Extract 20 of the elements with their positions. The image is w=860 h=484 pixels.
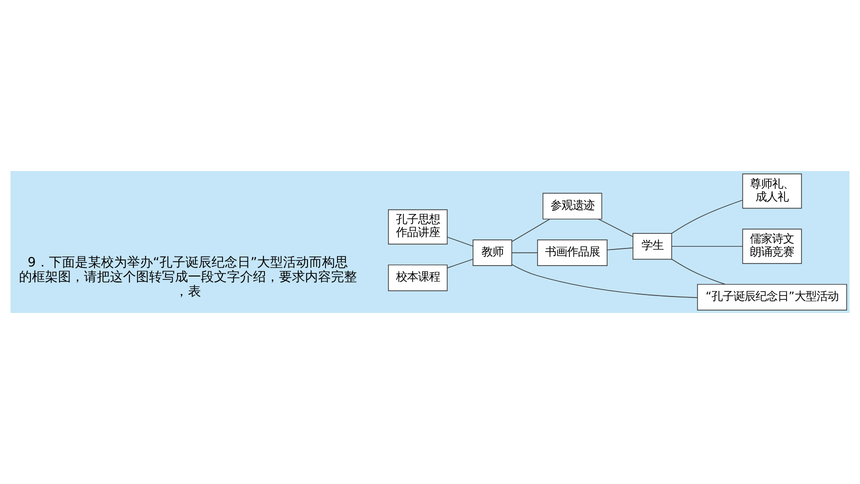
node-box: “孔子诞辰纪念日”大型活动 [697, 284, 848, 310]
node-box: 校本课程 [388, 264, 448, 292]
node-box: 尊师礼、成人礼 [742, 174, 802, 209]
node-box: 学生 [632, 233, 672, 260]
node-box: 孔子思想作品讲座 [388, 209, 448, 244]
node-box: 儒家诗文朗诵竞赛 [742, 228, 802, 264]
connector [446, 236, 474, 246]
label: 9．下面是某校为举办“孔子诞辰纪念日”大型活动而构思的框架图，请把这个图转写成一段文字介绍，要求内容完整，表 [18, 256, 357, 300]
connector [606, 247, 634, 250]
connector [512, 252, 538, 254]
node-box: 教师 [472, 240, 512, 266]
connector [446, 258, 474, 268]
connector [512, 218, 550, 242]
connector [671, 246, 743, 247]
connector [598, 218, 634, 238]
node-box: 书画作品展 [537, 240, 608, 266]
node-box: 参观遗迹 [542, 192, 602, 220]
connector [671, 200, 743, 234]
connector [512, 264, 698, 298]
connector [671, 258, 726, 285]
